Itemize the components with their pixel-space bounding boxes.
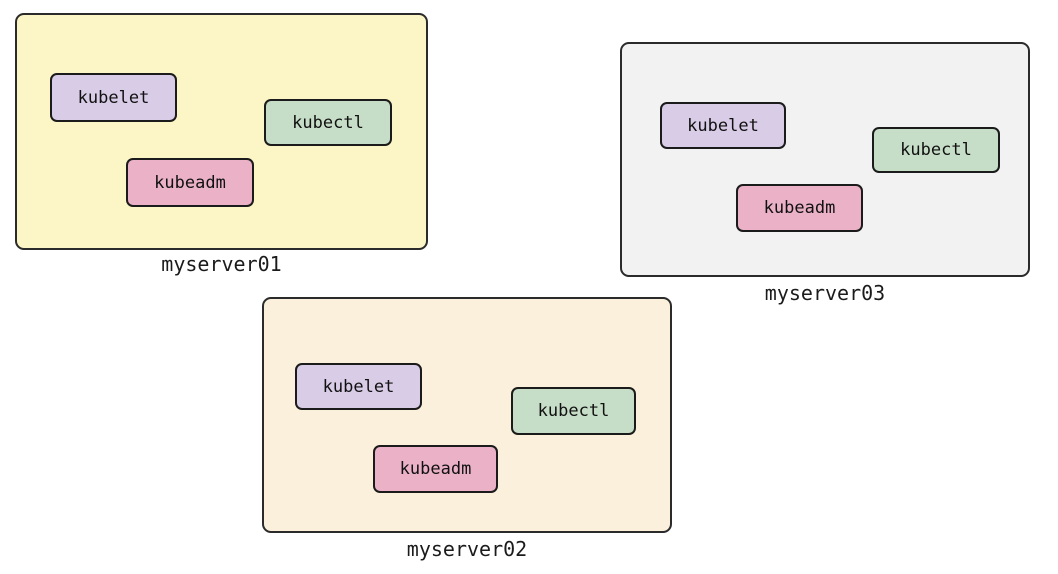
component-kubeadm: kubeadm (373, 445, 498, 493)
component-kubectl: kubectl (264, 99, 392, 146)
component-kubelet: kubelet (295, 363, 422, 410)
component-label: kubectl (900, 140, 972, 160)
component-kubectl: kubectl (872, 127, 1000, 173)
component-kubectl: kubectl (511, 387, 636, 435)
component-label: kubeadm (399, 459, 472, 479)
server-label-myserver02: myserver02 (406, 537, 528, 561)
server-label-myserver01: myserver01 (161, 252, 282, 276)
component-kubeadm: kubeadm (126, 158, 254, 207)
component-label: kubeadm (154, 172, 226, 193)
component-label: kubelet (687, 115, 759, 136)
component-kubeadm: kubeadm (736, 184, 863, 232)
component-label: kubectl (292, 112, 364, 133)
component-kubelet: kubelet (50, 73, 177, 122)
component-label: kubectl (537, 401, 610, 421)
component-label: kubelet (322, 376, 395, 397)
component-kubelet: kubelet (660, 102, 786, 149)
component-label: kubelet (77, 87, 150, 108)
server-label-myserver03: myserver03 (764, 281, 886, 305)
component-label: kubeadm (763, 198, 836, 218)
